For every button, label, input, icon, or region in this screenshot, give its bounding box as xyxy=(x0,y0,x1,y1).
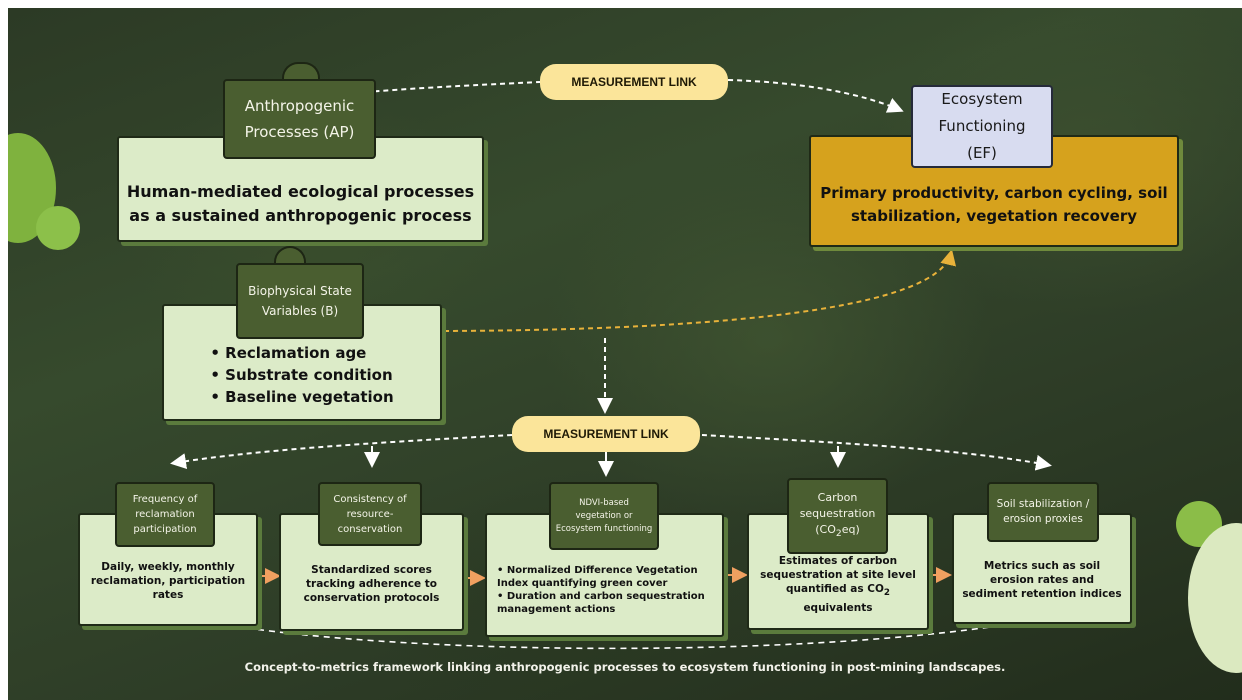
ap-tab-knob xyxy=(282,62,320,84)
carbon-tab-sub-b: eq) xyxy=(841,522,860,536)
carbon-tab-sub-a: (CO xyxy=(815,522,836,536)
ap-body-line2: as a sustained anthropogenic process xyxy=(129,206,472,225)
ap-tab: Anthropogenic Processes (AP) xyxy=(223,79,376,159)
metric-tab-label: Consistency of resource-conservation xyxy=(333,493,407,535)
metric-body: Standardized scores tracking adherence t… xyxy=(303,564,440,604)
carbon-tab-subscript: 2 xyxy=(835,528,842,540)
carbon-tab-sub: (CO2eq) xyxy=(815,522,860,542)
ndvi-item: Normalized Difference Vegetation Index q… xyxy=(497,564,712,590)
diagram-canvas: MEASUREMENT LINK Human-mediated ecologic… xyxy=(8,8,1242,700)
metric-tab-label: Soil stabilization / erosion proxies xyxy=(996,498,1090,525)
bio-item: Baseline vegetation xyxy=(210,386,393,408)
bio-list: Reclamation age Substrate condition Base… xyxy=(210,342,393,408)
carbon-body-pre: Estimates of carbon sequestration at sit… xyxy=(760,555,916,596)
ef-body-line1: Primary productivity, carbon cycling, so… xyxy=(820,184,1168,202)
arrow-link-to-ef xyxy=(727,79,904,113)
ef-card: Primary productivity, carbon cycling, so… xyxy=(809,135,1179,247)
bio-tab: Biophysical State Variables (B) xyxy=(236,263,364,339)
metric-tab-consistency: Consistency of resource-conservation xyxy=(318,482,422,546)
ap-tab-label: Anthropogenic Processes (AP) xyxy=(244,97,355,141)
bottom-loop-arc xyxy=(192,618,1034,650)
ef-body-line2: stabilization, vegetation recovery xyxy=(850,207,1138,225)
metric-tab-soil: Soil stabilization / erosion proxies xyxy=(987,482,1099,542)
metric-body: Daily, weekly, monthly reclamation, part… xyxy=(90,560,246,601)
measurement-link-top: MEASUREMENT LINK xyxy=(540,64,728,100)
arrow-bio-ef xyxy=(431,249,956,340)
metric-tab-carbon: Carbon sequestration (CO2eq) xyxy=(787,478,888,554)
carbon-tab-main: Carbon sequestration xyxy=(799,490,876,520)
bio-tab-line2: Variables (B) xyxy=(261,304,339,318)
bio-item: Substrate condition xyxy=(210,364,393,386)
bio-tab-knob xyxy=(274,246,306,266)
ef-tab: Ecosystem Functioning (EF) xyxy=(911,85,1053,168)
ndvi-list: Normalized Difference Vegetation Index q… xyxy=(497,564,712,616)
metric-body: Metrics such as soil erosion rates and s… xyxy=(962,559,1122,600)
ap-body-line1: Human-mediated ecological processes xyxy=(126,182,475,201)
metric-body: Estimates of carbon sequestration at sit… xyxy=(757,554,919,614)
decor-circle-left-small xyxy=(36,206,80,250)
bio-item: Reclamation age xyxy=(210,342,393,364)
metric-tab-label: NDVI-based vegetation or Ecosystem funct… xyxy=(555,497,653,534)
bio-tab-line1: Biophysical State xyxy=(248,284,352,298)
metric-tab-frequency: Frequency of reclamation participation xyxy=(115,482,215,547)
measurement-link-mid: MEASUREMENT LINK xyxy=(512,416,700,452)
metric-tab-ndvi: NDVI-based vegetation or Ecosystem funct… xyxy=(549,482,659,550)
ef-tab-label: Ecosystem Functioning (EF) xyxy=(938,90,1026,162)
arrow-link-to-metric-1 xyxy=(170,434,513,470)
carbon-body-subscript: 2 xyxy=(883,588,890,599)
ndvi-item: Duration and carbon sequestration manage… xyxy=(497,590,712,616)
carbon-body-post: equivalents xyxy=(803,601,873,614)
arrow-link-to-metric-5 xyxy=(701,434,1052,471)
metric-tab-label: Frequency of reclamation participation xyxy=(132,494,198,535)
figure-caption: Concept-to-metrics framework linking ant… xyxy=(244,660,1006,674)
metric-card-ndvi: Normalized Difference Vegetation Index q… xyxy=(485,513,724,637)
